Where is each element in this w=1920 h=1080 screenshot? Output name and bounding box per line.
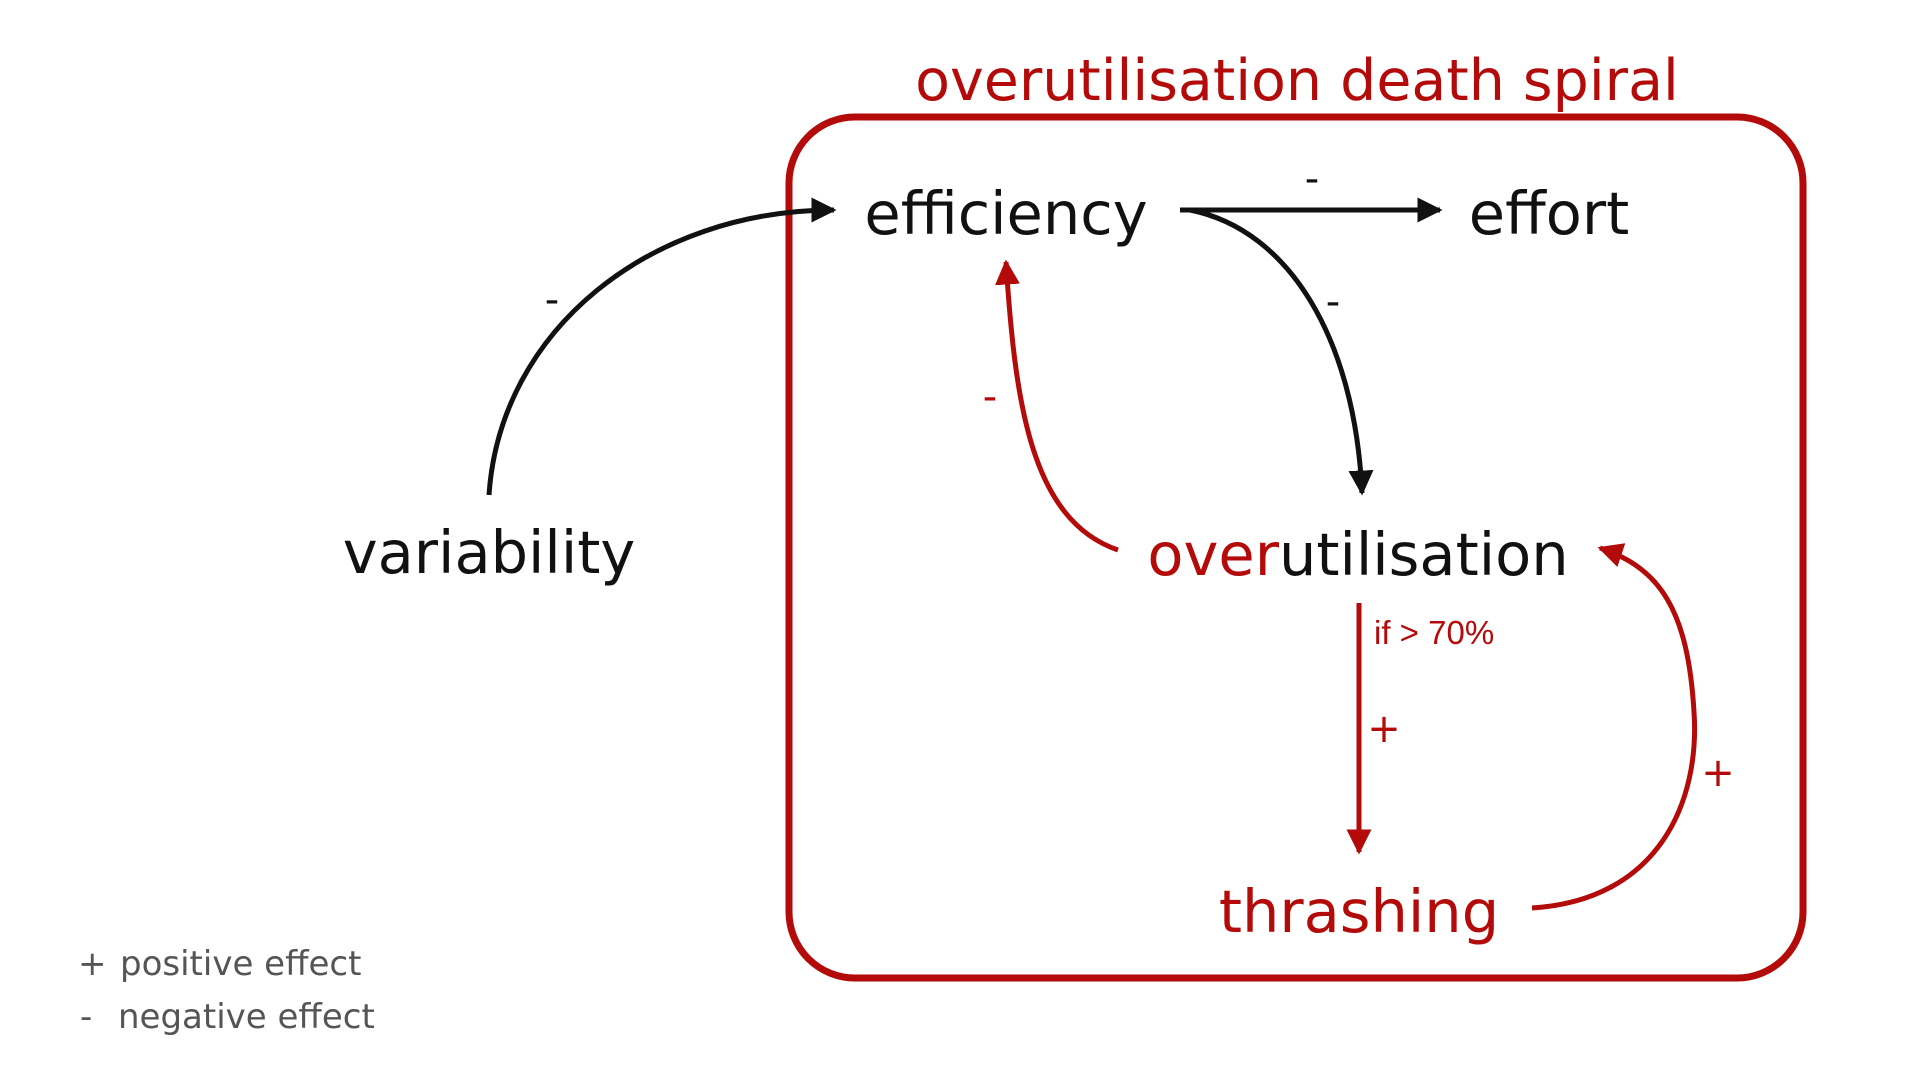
legend-positive-symbol: + bbox=[78, 944, 107, 984]
sign-variability-to-efficiency: - bbox=[545, 277, 559, 323]
overutilisation-prefix: over bbox=[1147, 520, 1279, 589]
edge-thrashing-to-overutilisation bbox=[1531, 543, 1698, 911]
overutilisation-rest: utilisation bbox=[1279, 520, 1569, 589]
legend-negative-label: negative effect bbox=[118, 997, 375, 1037]
sign-overutilisation-to-thrashing: + bbox=[1367, 706, 1401, 752]
edge-variability-to-efficiency bbox=[486, 197, 837, 496]
condition-overutilisation-to-thrashing: if > 70% bbox=[1374, 614, 1494, 651]
node-efficiency: efficiency bbox=[864, 179, 1147, 248]
node-effort: effort bbox=[1469, 179, 1629, 248]
edge-overutilisation-to-efficiency bbox=[994, 259, 1119, 553]
sign-efficiency-to-overutilisation: - bbox=[1326, 279, 1340, 325]
sign-efficiency-to-effort: - bbox=[1305, 156, 1319, 202]
node-variability: variability bbox=[343, 518, 636, 587]
legend-negative-symbol: - bbox=[80, 997, 92, 1037]
sign-overutilisation-to-efficiency: - bbox=[983, 374, 997, 420]
node-thrashing: thrashing bbox=[1219, 877, 1499, 946]
death-spiral-boundary bbox=[785, 113, 1807, 982]
edge-efficiency-to-overutilisation bbox=[1189, 207, 1374, 496]
legend: + positive effect - negative effect bbox=[78, 944, 375, 1037]
sign-thrashing-to-overutilisation: + bbox=[1701, 750, 1735, 796]
legend-positive-label: positive effect bbox=[120, 944, 361, 984]
node-overutilisation: overutilisation bbox=[1147, 520, 1568, 589]
death-spiral-title: overutilisation death spiral bbox=[915, 48, 1679, 114]
